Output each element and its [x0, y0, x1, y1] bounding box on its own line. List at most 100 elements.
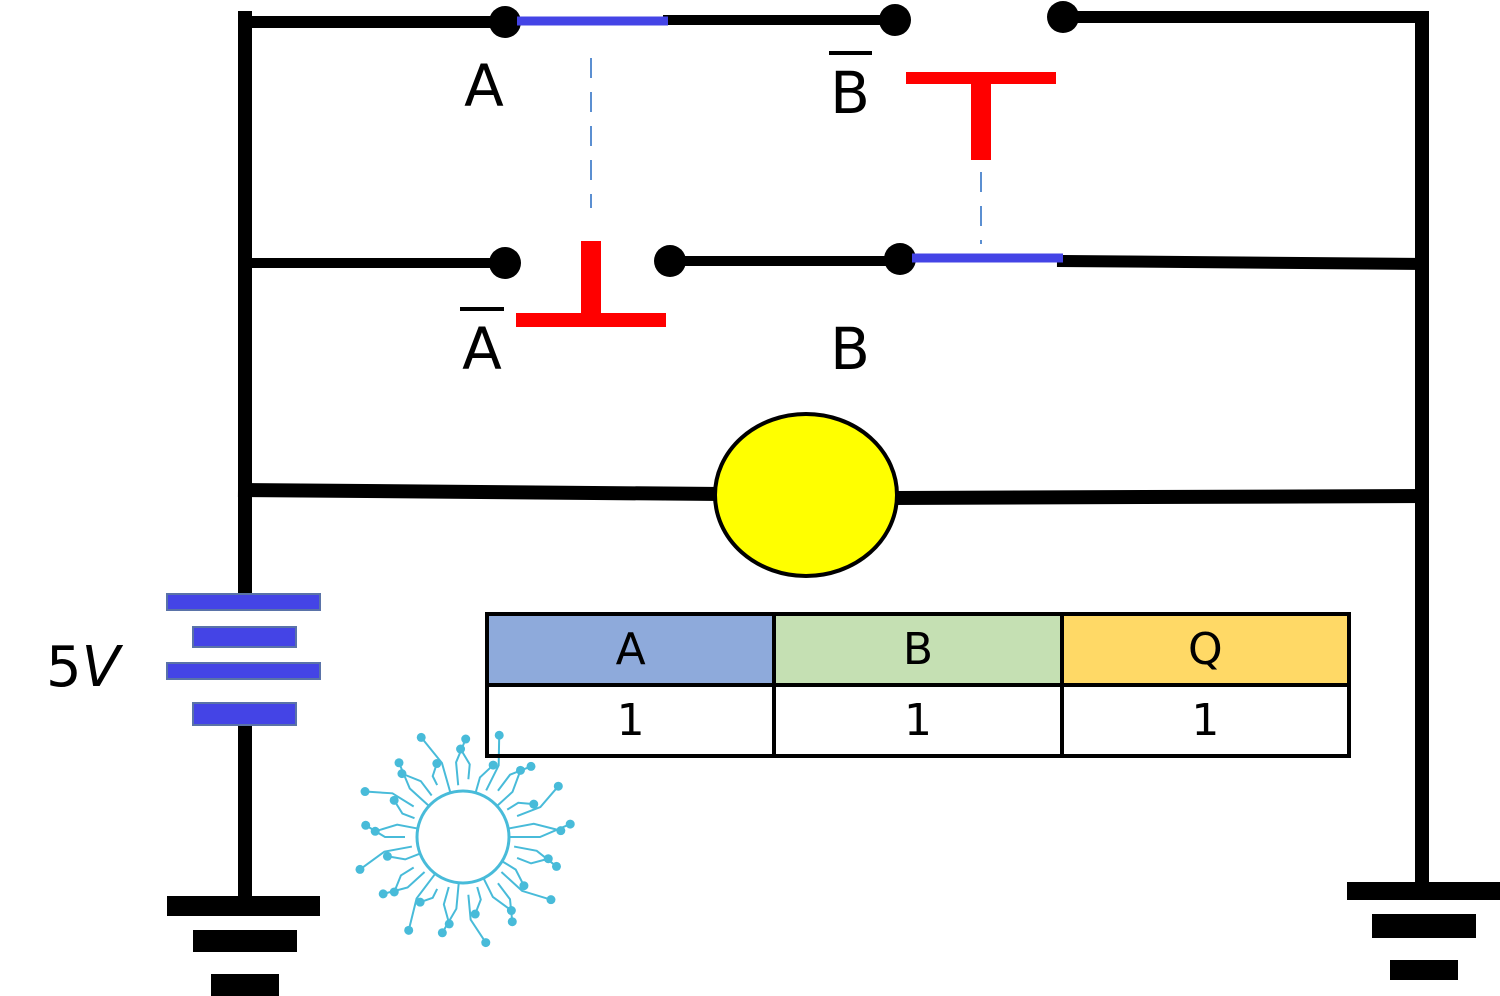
watermark-node — [378, 889, 388, 899]
label-switch-not-b: B — [830, 59, 870, 127]
watermark-trace — [393, 866, 415, 893]
battery-plate-1 — [166, 593, 321, 611]
ground-left-plate-3 — [211, 974, 279, 996]
truth-table-value-q: 1 — [1059, 683, 1352, 758]
switch-b-terminal-left — [884, 243, 916, 275]
mid-branch-wire-right — [1056, 254, 1429, 271]
watermark-trace — [516, 857, 549, 865]
watermark-node — [370, 826, 380, 836]
watermark-trace — [467, 894, 487, 944]
ground-right-plate-2 — [1372, 914, 1476, 938]
watermark-node — [397, 769, 407, 779]
watermark-node — [507, 917, 517, 927]
watermark-trace — [501, 860, 525, 887]
battery-plate-3 — [166, 662, 321, 680]
switch-not-b-actuator-bar — [906, 72, 1056, 84]
watermark-trace — [420, 736, 452, 794]
lamp-branch-wire-right — [888, 488, 1430, 506]
switch-a-terminal-left — [489, 6, 521, 38]
switch-not-b-terminal-right — [1047, 1, 1079, 33]
watermark-node — [416, 732, 426, 742]
truth-table-header-row: A B Q — [484, 612, 1352, 687]
label-switch-not-a: A — [462, 315, 502, 383]
watermark-node — [444, 919, 454, 929]
ground-icon — [1347, 882, 1500, 980]
truth-table-value-row: 1 1 1 — [484, 683, 1352, 758]
circuit-gear-logo-icon — [355, 730, 575, 948]
watermark-trace — [474, 764, 494, 794]
ground-right-plate-1 — [1347, 882, 1500, 900]
watermark-node — [437, 928, 447, 938]
watermark-node — [456, 744, 466, 754]
label-voltage-unit: V — [82, 635, 124, 700]
watermark-trace — [374, 823, 418, 833]
watermark-node — [553, 781, 563, 791]
watermark-trace — [401, 772, 433, 797]
lamp-branch-wire-left — [237, 482, 724, 502]
watermark-node — [526, 761, 536, 771]
watermark-node — [515, 765, 525, 775]
watermark-node — [519, 881, 529, 891]
watermark-trace — [442, 886, 451, 925]
watermark-node — [360, 787, 370, 797]
watermark-node — [506, 906, 516, 916]
watermark-trace — [359, 845, 413, 871]
truth-table-header-b: B — [772, 612, 1064, 687]
watermark-trace — [382, 871, 426, 895]
ground-right-plate-3 — [1390, 960, 1458, 980]
watermark-node — [432, 759, 442, 769]
truth-table-header-a: A — [484, 612, 777, 687]
label-switch-a: A — [464, 52, 504, 120]
watermark-node — [565, 819, 575, 829]
truth-table-value-a: 1 — [484, 683, 777, 758]
watermark-trace — [364, 790, 415, 808]
watermark-trace — [508, 822, 562, 832]
watermark-trace — [482, 877, 512, 912]
watermark-node — [470, 909, 480, 919]
watermark-node — [461, 734, 471, 744]
switch-not-a-terminal-left — [489, 247, 521, 279]
watermark-trace — [496, 770, 522, 807]
battery-plate-4 — [192, 702, 297, 726]
watermark-node — [355, 864, 365, 874]
watermark-trace — [516, 785, 560, 817]
watermark-trace — [407, 873, 437, 931]
watermark-node — [488, 760, 498, 770]
watermark-node — [382, 851, 392, 861]
watermark-trace — [459, 748, 471, 780]
watermark-trace — [387, 852, 421, 861]
watermark-trace — [500, 871, 552, 901]
truth-table-value-b: 1 — [772, 683, 1064, 758]
truth-table: A B Q 1 1 1 — [484, 612, 1352, 758]
switch-not-b-actuator-stem — [971, 80, 991, 160]
watermark-trace — [474, 886, 482, 915]
label-switch-b: B — [830, 315, 870, 383]
watermark-node — [389, 795, 399, 805]
truth-table-header-q: Q — [1059, 612, 1352, 687]
switch-not-b-terminal-left — [879, 4, 911, 36]
label-voltage-number: 5 — [46, 635, 82, 700]
watermark-node — [389, 887, 399, 897]
watermark-node — [415, 897, 425, 907]
watermark-node — [551, 861, 561, 871]
watermark-node — [361, 820, 371, 830]
watermark-node — [543, 854, 553, 864]
watermark-node — [394, 758, 404, 768]
watermark-node — [546, 895, 556, 905]
lamp-icon — [713, 412, 899, 578]
switch-not-a-terminal-right — [654, 245, 686, 277]
ground-left-plate-2 — [193, 930, 297, 952]
switch-not-a-actuator-stem — [581, 241, 601, 321]
ground-left-plate-1 — [167, 896, 320, 916]
watermark-trace — [393, 799, 415, 820]
watermark-node — [556, 826, 566, 836]
battery-icon — [166, 593, 321, 726]
watermark-ring — [415, 789, 511, 885]
battery-plate-2 — [192, 626, 297, 648]
watermark-trace — [506, 801, 534, 811]
watermark-node — [529, 799, 539, 809]
switch-not-a-actuator-bar — [516, 313, 666, 327]
watermark-node — [481, 938, 491, 948]
ground-icon — [167, 896, 320, 996]
